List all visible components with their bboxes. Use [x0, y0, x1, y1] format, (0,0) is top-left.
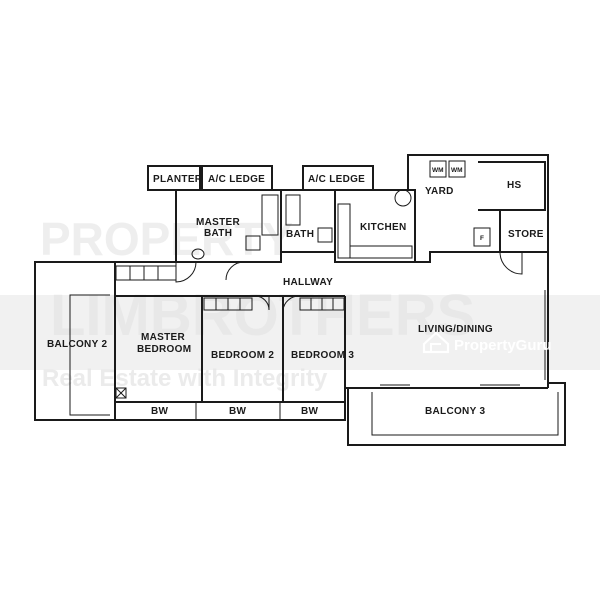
wm-box-2 — [448, 160, 466, 178]
label-bath: BATH — [286, 229, 314, 240]
label-balcony-3: BALCONY 3 — [425, 406, 485, 417]
label-master-bedroom-1: MASTER — [141, 332, 185, 343]
door-master-bedroom — [175, 261, 197, 283]
label-bw-3: BW — [301, 406, 319, 417]
shower-bath — [285, 194, 301, 226]
label-bw-1: BW — [151, 406, 169, 417]
label-planter: PLANTER — [153, 174, 203, 185]
label-yard: YARD — [425, 186, 454, 197]
balcony-2-outline — [34, 261, 115, 421]
label-hs: HS — [507, 180, 522, 191]
label-wm-2: WM — [451, 167, 463, 174]
propertyguru-logo: PropertyGuru — [422, 331, 552, 354]
label-master-bath-2: BATH — [204, 228, 232, 239]
label-bedroom-2: BEDROOM 2 — [211, 350, 274, 361]
kitchen-counter-2 — [349, 245, 413, 259]
fixtures — [115, 160, 546, 399]
balcony-2-inner — [69, 294, 110, 416]
label-fridge: F — [480, 235, 484, 242]
hs-box — [478, 161, 546, 211]
balcony-3-outline — [347, 382, 566, 446]
basin-bath — [317, 227, 333, 243]
label-ac-ledge-2: A/C LEDGE — [308, 174, 365, 185]
label-ac-ledge-1: A/C LEDGE — [208, 174, 265, 185]
door-bedroom-2 — [254, 295, 270, 311]
label-hallway: HALLWAY — [283, 277, 333, 288]
house-logo-icon — [422, 331, 450, 354]
door-hallway — [225, 261, 245, 281]
kitchen-box — [334, 189, 416, 263]
main-outline-top-2 — [415, 251, 500, 263]
planter-box — [147, 165, 201, 191]
door-bedroom-3 — [282, 295, 300, 311]
service-block-outline — [407, 154, 549, 253]
watermark-tagline: Real Estate with Integrity — [42, 365, 328, 392]
room-labels: PLANTER A/C LEDGE A/C LEDGE MASTER BATH … — [47, 167, 544, 417]
label-kitchen: KITCHEN — [360, 222, 407, 233]
watermark-brand: LIMBROTHERS — [50, 283, 475, 348]
label-bedroom-3: BEDROOM 3 — [291, 350, 354, 361]
label-bw-2: BW — [229, 406, 247, 417]
stove — [394, 189, 412, 207]
bw-strip — [114, 401, 346, 421]
label-living-dining: LIVING/DINING — [418, 324, 493, 335]
wardrobe-master — [115, 265, 177, 281]
watermark-property: PROPERTY — [40, 213, 293, 265]
basin-master — [245, 235, 261, 251]
walls — [34, 154, 566, 446]
kitchen-counter — [337, 203, 351, 259]
propertyguru-text: PropertyGuru — [454, 337, 552, 354]
label-wm-1: WM — [432, 167, 444, 174]
label-balcony-2: BALCONY 2 — [47, 339, 107, 350]
toilet-master — [191, 248, 205, 260]
shower-master — [261, 194, 279, 236]
label-master-bedroom-2: BEDROOM — [137, 344, 191, 355]
label-store: STORE — [508, 229, 544, 240]
label-master-bath-1: MASTER — [196, 217, 240, 228]
wm-box-1 — [429, 160, 447, 178]
door-living — [499, 251, 523, 275]
fridge-box — [473, 227, 491, 247]
balcony-3-inner — [371, 392, 559, 436]
ac-unit — [115, 387, 127, 399]
